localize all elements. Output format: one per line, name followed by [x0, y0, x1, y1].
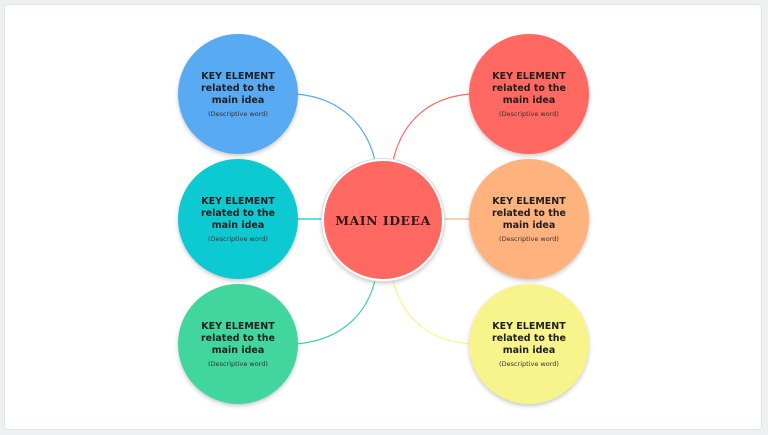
node-title: KEY ELEMENT related to the main idea — [491, 195, 566, 231]
node-subtitle: (Descriptive word) — [499, 359, 559, 368]
connector-bottom-left — [295, 279, 376, 345]
key-element-node-middle-right[interactable]: KEY ELEMENT related to the main idea (De… — [469, 159, 589, 279]
node-subtitle: (Descriptive word) — [499, 234, 559, 243]
connector-bottom-right — [392, 279, 471, 345]
connector-top-left — [295, 93, 376, 162]
main-idea-node[interactable]: MAIN IDEEA — [322, 159, 444, 281]
main-idea-label: MAIN IDEEA — [335, 212, 431, 228]
key-element-node-top-left[interactable]: KEY ELEMENT related to the main idea (De… — [178, 34, 298, 154]
node-title: KEY ELEMENT related to the main idea — [200, 195, 275, 231]
key-element-node-middle-left[interactable]: KEY ELEMENT related to the main idea (De… — [178, 159, 298, 279]
connector-top-right — [392, 93, 471, 162]
node-subtitle: (Descriptive word) — [499, 109, 559, 118]
node-title: KEY ELEMENT related to the main idea — [491, 320, 566, 356]
node-title: KEY ELEMENT related to the main idea — [200, 320, 275, 356]
key-element-node-bottom-right[interactable]: KEY ELEMENT related to the main idea (De… — [469, 284, 589, 404]
key-element-node-bottom-left[interactable]: KEY ELEMENT related to the main idea (De… — [178, 284, 298, 404]
node-subtitle: (Descriptive word) — [208, 359, 268, 368]
node-subtitle: (Descriptive word) — [208, 109, 268, 118]
node-subtitle: (Descriptive word) — [208, 234, 268, 243]
key-element-node-top-right[interactable]: KEY ELEMENT related to the main idea (De… — [469, 34, 589, 154]
node-title: KEY ELEMENT related to the main idea — [200, 70, 275, 106]
node-title: KEY ELEMENT related to the main idea — [491, 70, 566, 106]
